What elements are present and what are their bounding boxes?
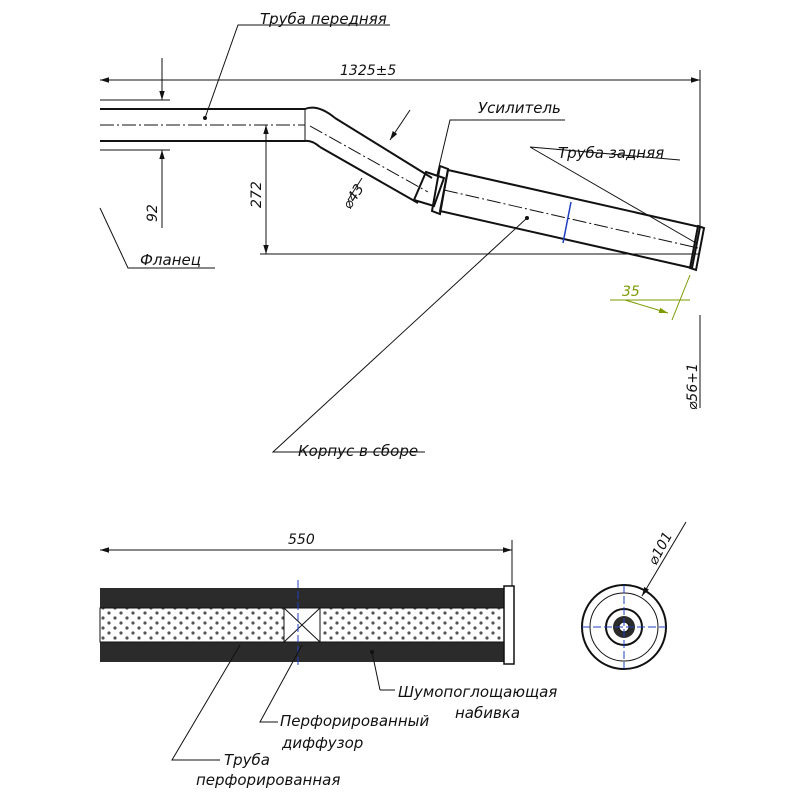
packing-leader-dot (370, 650, 374, 654)
muffler-section-view: 550 Шумопоглощающая набивка Перфорирован… (99, 521, 687, 789)
muffler-body (438, 168, 702, 270)
body-leader (271, 217, 528, 453)
exhaust-assembly-view: 1325±5 92 272 ⌀43 35 ⌀56+1 Труба передня… (99, 10, 706, 460)
lower-sound-packing (100, 642, 510, 662)
body-end-cap (503, 585, 515, 665)
bend-outer (304, 106, 336, 119)
outlet-diameter-label: ⌀56+1 (685, 363, 701, 410)
body-leader-dot (525, 216, 529, 220)
reinforcement-label: Усилитель (478, 99, 561, 117)
inclined-pipe-bottom (319, 146, 419, 204)
flange-label: Фланец (140, 251, 201, 269)
perforated-diffuser-line1: Перфорированный (280, 712, 429, 730)
offset-272-label: 272 (249, 181, 265, 208)
rear-pipe-leader (529, 146, 697, 244)
front-pipe-leader (204, 24, 390, 119)
pipe-diameter-label: ⌀43 (340, 181, 368, 212)
offset-92-label: 92 (145, 204, 161, 222)
rear-pipe-label: Труба задняя (558, 144, 664, 162)
sound-packing-line2: набивка (455, 704, 520, 722)
perforated-pipe-line2: перфорированная (196, 771, 340, 789)
flange-leader (99, 207, 215, 269)
inclined-pipe-centerline (309, 125, 429, 193)
body-diameter-label: ⌀101 (645, 529, 676, 568)
front-pipe-leader-dot (203, 116, 207, 120)
perforated-pipe-leader (171, 644, 241, 761)
perforated-diffuser-line2: диффузор (281, 734, 363, 752)
dim-35-label: 35 (622, 284, 640, 300)
packing-leader-a (371, 651, 381, 691)
inclined-pipe-top (334, 117, 433, 179)
diffuser-cross (283, 607, 321, 643)
muffler-end-view: ⌀101 (581, 521, 687, 670)
body-dia-leader (641, 521, 687, 597)
body-length-label: 550 (288, 532, 315, 548)
body-assembly-label: Корпус в сборе (298, 442, 418, 460)
body-center-mark (562, 201, 572, 244)
bend-inner (304, 139, 321, 148)
front-pipe-label: Труба передняя (260, 10, 387, 28)
dim35-ext (671, 274, 691, 321)
dia43-leader (347, 177, 363, 201)
reinforcement-leader (436, 119, 565, 176)
dia43-arrow-a (389, 109, 411, 141)
inlet-flange (430, 164, 450, 216)
overall-length-label: 1325±5 (340, 63, 396, 79)
sound-packing-line1: Шумопоглощающая (398, 683, 557, 701)
perforated-pipe-line1: Труба (224, 751, 270, 769)
upper-sound-packing (100, 588, 510, 608)
diffuser-leader (259, 644, 303, 723)
dim35-arrow (624, 299, 669, 314)
